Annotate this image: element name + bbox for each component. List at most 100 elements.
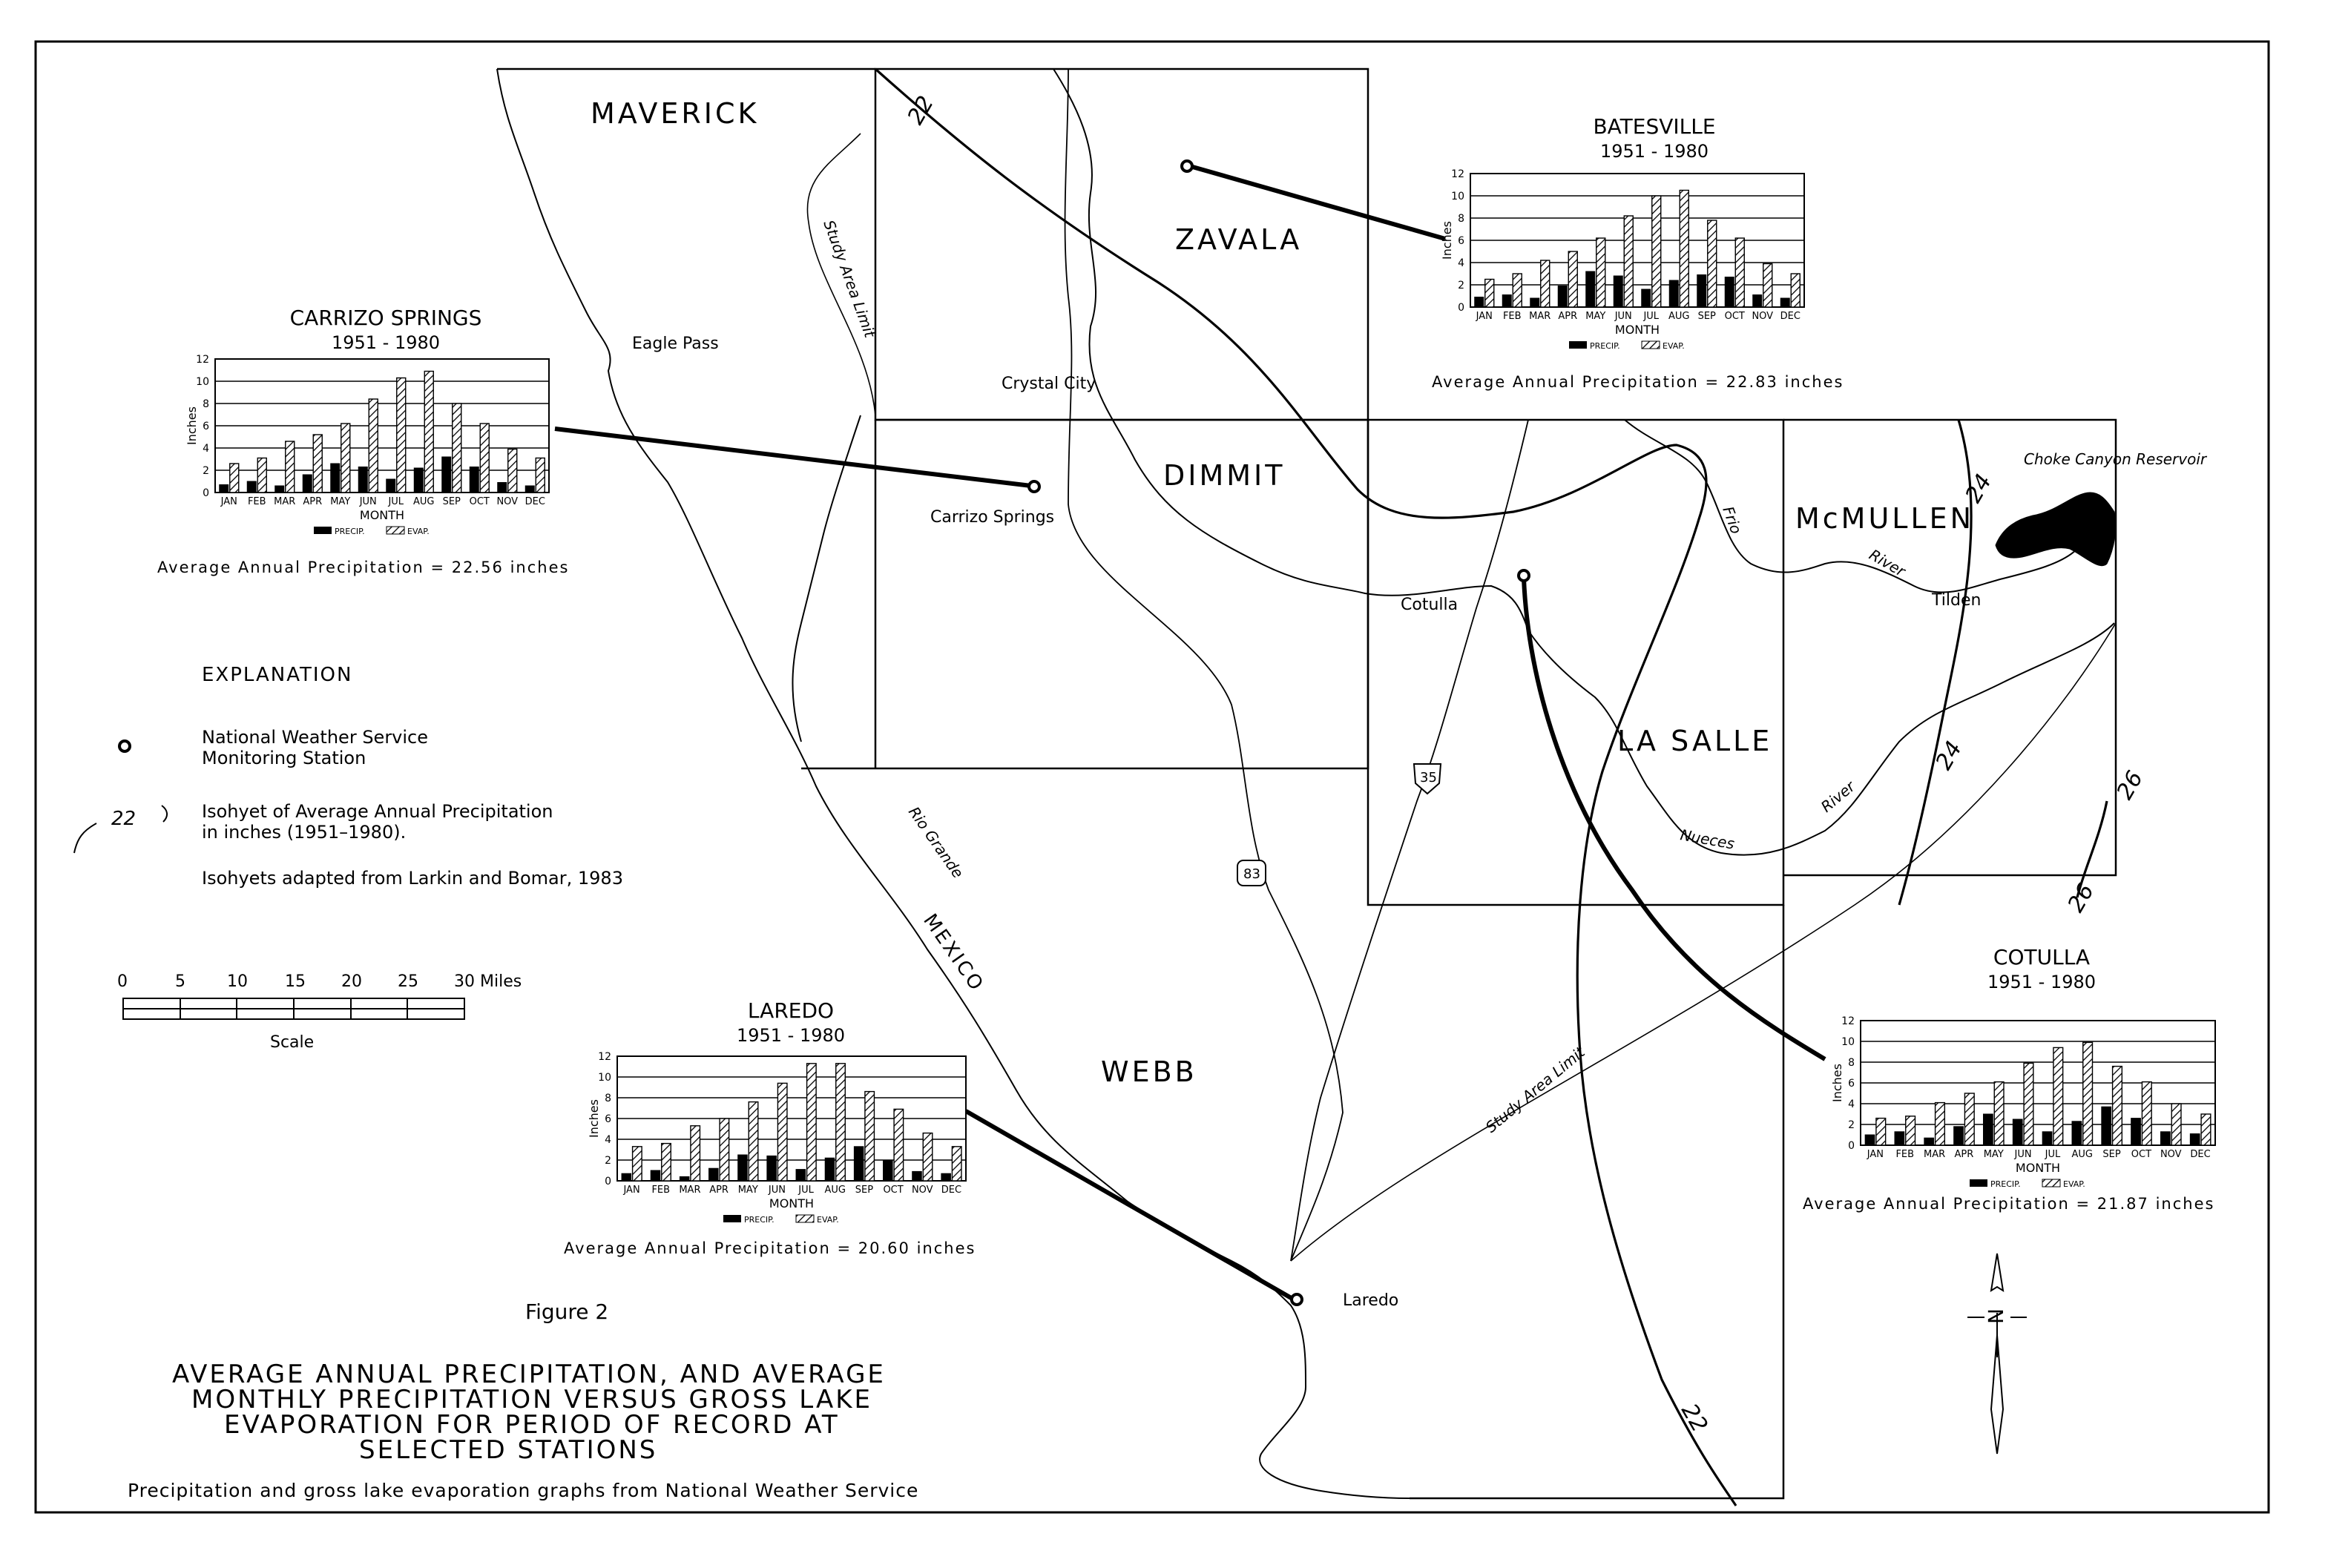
chart-title: COTULLA bbox=[1993, 945, 2090, 969]
county-label: MAVERICK bbox=[591, 97, 759, 130]
evap-bar bbox=[806, 1063, 817, 1182]
x-tick-label: NOV bbox=[496, 496, 518, 507]
evap-bar bbox=[1540, 260, 1550, 308]
evap-bar bbox=[229, 463, 240, 493]
svg-text:83: 83 bbox=[1243, 866, 1260, 882]
legend-isohyet-line1: Isohyet of Average Annual Precipitation bbox=[202, 801, 553, 822]
legend: EXPLANATION National Weather Service Mon… bbox=[73, 664, 623, 889]
evap-bar bbox=[1484, 278, 1495, 308]
y-axis-label: Inches bbox=[1440, 221, 1454, 260]
y-tick-label: 10 bbox=[598, 1072, 611, 1084]
x-tick-label: FEB bbox=[1503, 311, 1522, 322]
y-axis-label: Inches bbox=[185, 406, 199, 445]
y-axis-label: Inches bbox=[587, 1099, 601, 1138]
county-label: McMULLEN bbox=[1795, 502, 1974, 535]
legend-source: Isohyets adapted from Larkin and Bomar, … bbox=[202, 868, 623, 889]
x-tick-label: APR bbox=[709, 1185, 729, 1196]
y-tick-label: 6 bbox=[203, 421, 209, 432]
precip-bar bbox=[2160, 1131, 2171, 1146]
evap-bar bbox=[396, 377, 407, 493]
legend-station-line2: Monitoring Station bbox=[202, 748, 366, 768]
x-tick-label: FEB bbox=[651, 1185, 670, 1196]
river-label: River bbox=[1867, 546, 1910, 582]
study-area-limit-label: Study Area Limit bbox=[1482, 1043, 1589, 1136]
chart-title: BATESVILLE bbox=[1593, 114, 1715, 139]
isohyet-26 bbox=[2076, 800, 2108, 898]
evap-bar bbox=[285, 441, 295, 493]
evap-bar bbox=[535, 457, 545, 493]
y-tick-label: 2 bbox=[1848, 1119, 1855, 1131]
x-tick-label: APR bbox=[303, 496, 322, 507]
scale-tick: 10 bbox=[227, 972, 248, 991]
batesville-leader bbox=[1189, 164, 1446, 241]
evap-bar bbox=[2141, 1081, 2152, 1146]
legend-precip: PRECIP. bbox=[1990, 1179, 2021, 1189]
x-tick-label: JUL bbox=[387, 496, 404, 507]
y-tick-label: 8 bbox=[1848, 1057, 1855, 1069]
x-tick-label: OCT bbox=[2131, 1149, 2151, 1160]
precip-bar bbox=[853, 1146, 864, 1182]
evap-bar bbox=[1875, 1117, 1887, 1146]
evap-bar bbox=[690, 1125, 701, 1182]
evap-bar bbox=[2023, 1062, 2034, 1146]
precip-bar bbox=[708, 1167, 719, 1182]
y-tick-label: 12 bbox=[1841, 1015, 1855, 1027]
y-tick-label: 12 bbox=[196, 354, 209, 366]
frio-label: Frio bbox=[1719, 504, 1745, 536]
chart-subtitle: 1951 - 1980 bbox=[332, 332, 440, 353]
evap-bar bbox=[452, 403, 462, 493]
figure-number: Figure 2 bbox=[525, 1299, 608, 1324]
legend-swatch-precip bbox=[723, 1215, 741, 1222]
scale-tick: 25 bbox=[398, 972, 418, 991]
carrizo-station bbox=[1027, 480, 1041, 493]
evap-bar bbox=[1790, 273, 1801, 308]
legend-isohyet-symbol bbox=[73, 805, 168, 854]
x-tick-label: FEB bbox=[1895, 1149, 1914, 1160]
x-tick-label: MAY bbox=[1585, 311, 1605, 322]
isohyet-label: 26 bbox=[2112, 766, 2148, 804]
x-tick-label: DEC bbox=[941, 1185, 961, 1196]
y-tick-label: 0 bbox=[605, 1176, 611, 1187]
y-tick-label: 4 bbox=[1458, 257, 1464, 269]
place-eagle-pass: Eagle Pass bbox=[632, 335, 719, 353]
precip-bar bbox=[497, 482, 507, 493]
y-tick-label: 10 bbox=[1841, 1036, 1855, 1048]
highway-shield-83: 83 bbox=[1237, 860, 1266, 886]
county-label: WEBB bbox=[1101, 1055, 1197, 1088]
evap-bar bbox=[1512, 273, 1522, 308]
y-tick-label: 0 bbox=[1848, 1140, 1855, 1152]
county-label: LA SALLE bbox=[1617, 725, 1772, 757]
evap-bar bbox=[1934, 1101, 1946, 1146]
y-tick-label: 10 bbox=[1451, 191, 1464, 202]
y-tick-label: 4 bbox=[605, 1134, 611, 1146]
evap-bar bbox=[893, 1108, 904, 1182]
highways bbox=[1064, 68, 1529, 1262]
figure-title-line1: AVERAGE ANNUAL PRECIPITATION, AND AVERAG… bbox=[172, 1360, 886, 1389]
scale-tick: 20 bbox=[341, 972, 362, 991]
precip-bar bbox=[679, 1176, 690, 1182]
precip-bar bbox=[1894, 1131, 1905, 1146]
legend-heading: EXPLANATION bbox=[202, 664, 352, 686]
precip-bar bbox=[1557, 286, 1568, 308]
carrizo-leader bbox=[554, 426, 1032, 488]
precip-bar bbox=[219, 484, 229, 493]
scale-tick: 0 bbox=[117, 972, 128, 991]
precip-bar bbox=[1953, 1126, 1964, 1146]
x-tick-label: JUL bbox=[798, 1185, 814, 1196]
x-tick-label: MAR bbox=[1924, 1149, 1945, 1160]
isohyet-label: 22 bbox=[1676, 1400, 1712, 1437]
x-tick-label: NOV bbox=[2160, 1149, 2182, 1160]
x-tick-label: MAR bbox=[274, 496, 295, 507]
precip-bar bbox=[1924, 1137, 1935, 1146]
precip-bar bbox=[1724, 277, 1734, 308]
legend-evap: EVAP. bbox=[2063, 1179, 2085, 1189]
scale-label: Scale bbox=[270, 1033, 314, 1052]
evap-bar bbox=[951, 1146, 962, 1182]
place-tilden: Tilden bbox=[1931, 591, 1981, 610]
evap-bar bbox=[507, 448, 518, 493]
y-tick-label: 12 bbox=[598, 1051, 611, 1063]
precip-bar bbox=[246, 481, 257, 493]
evap-bar bbox=[1993, 1081, 2005, 1146]
evap-bar bbox=[922, 1132, 933, 1182]
